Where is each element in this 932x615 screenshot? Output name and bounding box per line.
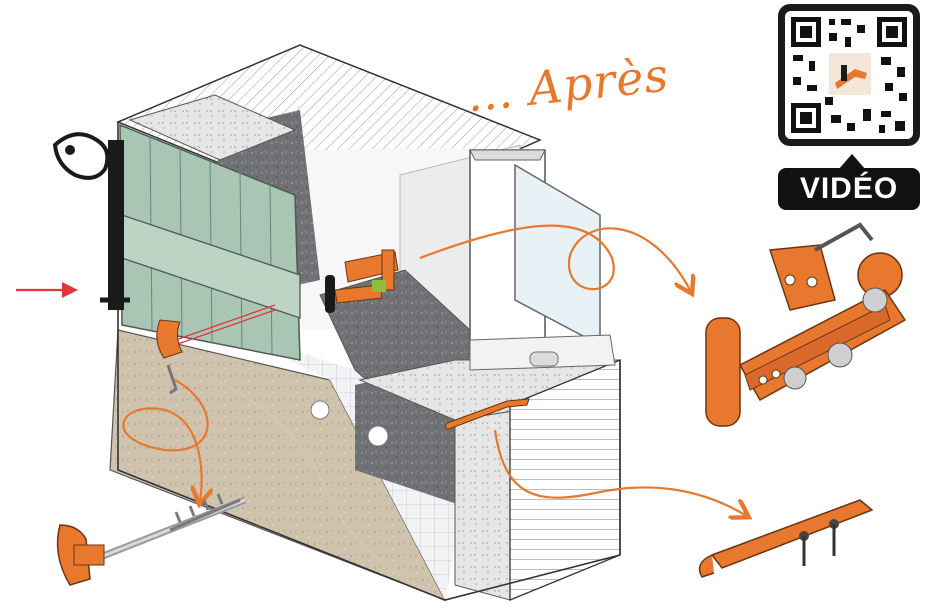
video-button[interactable]: VIDÉO (778, 168, 920, 210)
mounted-bracket (325, 249, 399, 313)
sill-clip (444, 398, 530, 430)
connector-arrows (122, 224, 745, 515)
window-frame (469, 149, 616, 371)
wall-hook (156, 319, 183, 395)
shutter (52, 123, 301, 361)
qr-code-icon[interactable] (778, 4, 920, 146)
badge-notch (838, 154, 866, 170)
sill-hook (698, 499, 874, 578)
anchor-bolt (56, 493, 247, 586)
pointer-arrow-icon (16, 282, 78, 298)
hinge-assembly (705, 222, 907, 427)
